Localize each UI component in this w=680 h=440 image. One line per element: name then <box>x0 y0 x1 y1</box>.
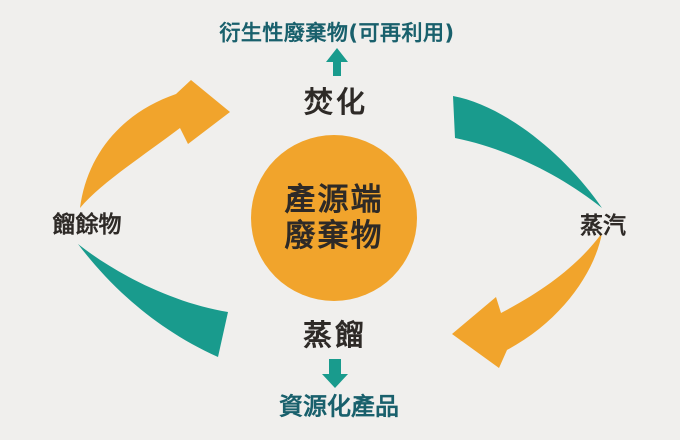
orange-curved-arrow-right-to-bottom-icon <box>452 233 602 368</box>
orange-curved-arrow-left-to-top-icon <box>80 80 230 208</box>
source-waste-line1: 產源端 <box>284 182 384 218</box>
derivative-waste-label: 衍生性廢棄物(可再利用) <box>219 21 455 45</box>
incineration-label: 焚化 <box>303 85 369 119</box>
down-arrow-icon <box>322 359 348 388</box>
distillation-label: 蒸餾 <box>302 318 368 352</box>
residue-label: 餾餘物 <box>52 212 122 238</box>
steam-label: 蒸汽 <box>580 213 626 239</box>
teal-swoosh-top-to-right-icon <box>453 96 602 208</box>
source-waste-line2: 廢棄物 <box>284 218 384 254</box>
up-arrow-icon <box>326 48 348 76</box>
source-waste-circle: 產源端 廢棄物 <box>251 135 417 301</box>
teal-swoosh-bottom-to-left-icon <box>78 244 228 357</box>
recycled-products-label: 資源化產品 <box>279 392 399 421</box>
